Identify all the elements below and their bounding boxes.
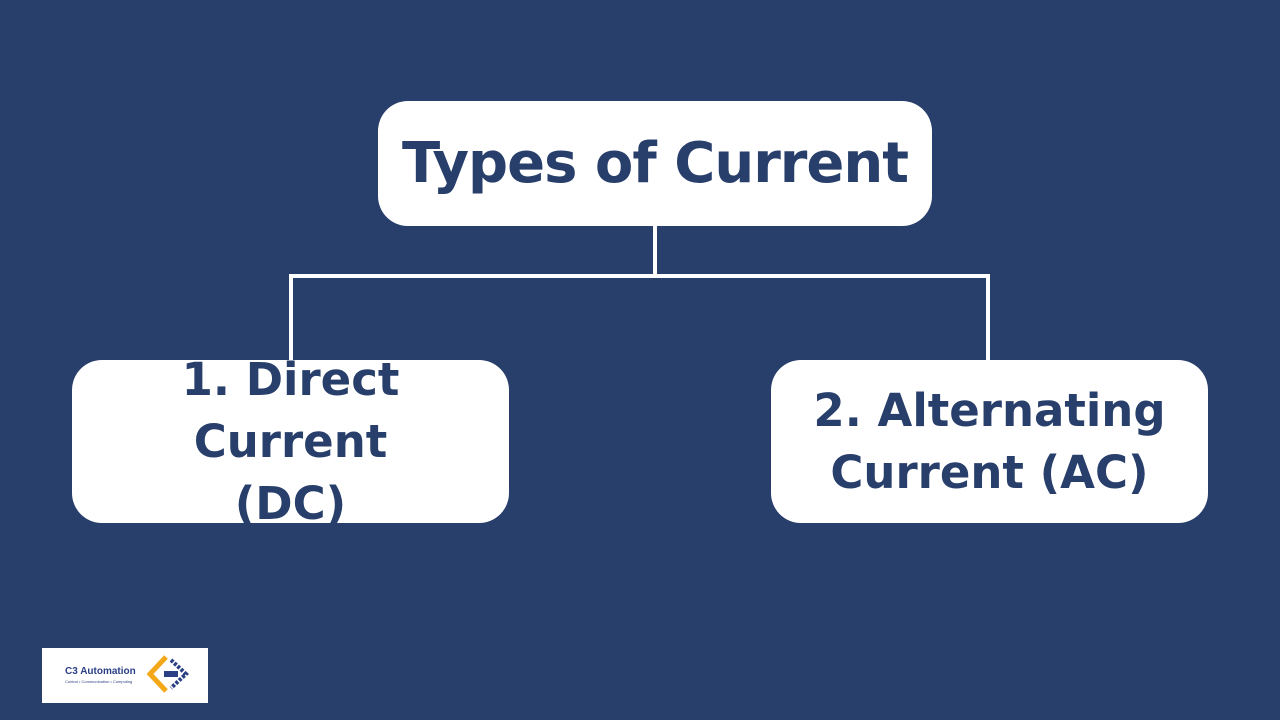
c3-chevron-arrow-icon bbox=[146, 655, 189, 693]
c3-automation-logo: C3 Automation Control • Communication • … bbox=[42, 648, 208, 703]
logo-chevron-left bbox=[146, 655, 168, 693]
child-node-direct-current: 1. Direct Current (DC) bbox=[72, 353, 509, 530]
child-node-direct-current-line1: 1. Direct Current bbox=[181, 352, 400, 468]
logo-title: C3 Automation bbox=[65, 666, 136, 677]
logo-arrow-shaft bbox=[164, 671, 178, 677]
logo-tagline: Control • Communication • Computing bbox=[65, 679, 133, 684]
child-node-alternating-current-line2: Current (AC) bbox=[830, 445, 1149, 499]
child-node-alternating-current: 2. Alternating Current (AC) bbox=[771, 360, 1208, 523]
root-node: Types of Current bbox=[378, 101, 932, 226]
child-node-alternating-current-line1: 2. Alternating bbox=[813, 383, 1166, 437]
child-node-direct-current-line2: (DC) bbox=[234, 476, 347, 530]
logo-chevron-right bbox=[169, 658, 189, 690]
root-node-label: Types of Current bbox=[401, 131, 909, 196]
